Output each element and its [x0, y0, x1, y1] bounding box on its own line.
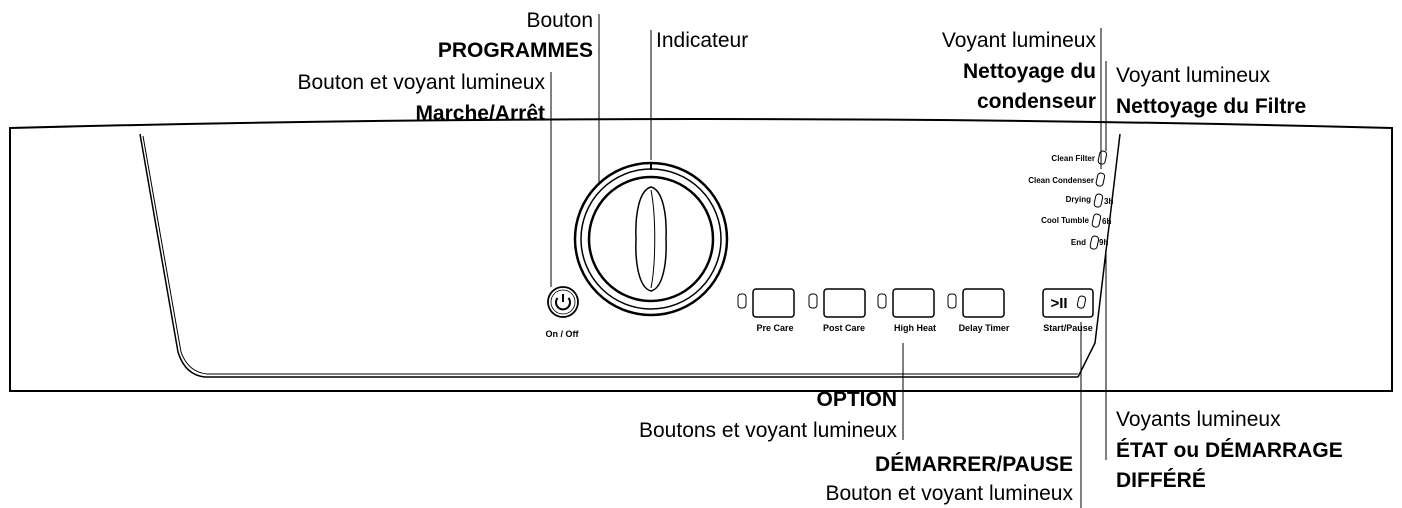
status-led-clean-condenser — [1095, 172, 1106, 187]
callout-programmes-line2: PROGRAMMES — [437, 39, 593, 62]
callout-condenseur-line3: condenseur — [976, 90, 1096, 113]
on-off-label: On / Off — [546, 329, 580, 339]
status-label-cool-tumble: Cool Tumble — [1041, 216, 1089, 225]
leader-lines — [550, 14, 1107, 508]
panel-inner-left-2 — [142, 135, 1078, 375]
program-dial[interactable] — [573, 161, 729, 317]
start-pause-symbol: >II — [1050, 295, 1067, 312]
option-label-post-care: Post Care — [823, 323, 865, 333]
panel-outline — [9, 118, 1393, 392]
status-label-drying: Drying — [1066, 195, 1091, 204]
status-led-cool-tumble — [1091, 213, 1102, 228]
power-button[interactable] — [547, 286, 579, 318]
panel-inner-left — [139, 133, 1078, 378]
delay-hours-3h: 3h — [1104, 197, 1113, 206]
status-led-clean-filter — [1097, 150, 1108, 165]
callout-option-line1: OPTION — [816, 388, 897, 411]
callout-condenseur-line2: Nettoyage du — [962, 60, 1096, 83]
callout-programmes-line1: Bouton — [526, 9, 593, 32]
option-label-delay-timer: Delay Timer — [959, 323, 1010, 333]
status-label-clean-filter: Clean Filter — [1051, 154, 1095, 163]
callout-filtre-line2: Nettoyage du Filtre — [1116, 95, 1307, 118]
callout-etat-line3: DIFFÉRÉ — [1116, 469, 1206, 492]
callout-condenseur-line1: Voyant lumineux — [941, 29, 1096, 52]
callout-etat-line1: Voyants lumineux — [1116, 408, 1281, 431]
status-label-clean-condenser: Clean Condenser — [1028, 176, 1094, 185]
callout-option-line2: Boutons et voyant lumineux — [639, 419, 897, 442]
option-button-pre-care[interactable] — [737, 288, 795, 318]
start-pause-label: Start/Pause — [1043, 323, 1093, 333]
callout-start-line1: DÉMARRER/PAUSE — [875, 453, 1073, 476]
panel-inner-right — [1077, 133, 1121, 378]
delay-hours-6h: 6h — [1102, 217, 1111, 226]
start-pause-button[interactable]: >II — [1042, 288, 1094, 318]
status-led-drying — [1093, 193, 1104, 208]
callout-onoff-line2: Marche/Arrêt — [415, 102, 545, 125]
callout-indicateur: Indicateur — [656, 29, 749, 52]
delay-hours-9h: 9h — [1099, 238, 1108, 247]
option-label-pre-care: Pre Care — [756, 323, 793, 333]
option-button-post-care[interactable] — [808, 288, 866, 318]
status-lights: Clean Filter Clean Condenser Drying 3h C… — [1028, 150, 1113, 250]
option-button-high-heat[interactable] — [877, 288, 935, 318]
status-label-end: End — [1071, 238, 1086, 247]
option-label-high-heat: High Heat — [894, 323, 936, 333]
callout-start-line2: Bouton et voyant lumineux — [825, 482, 1074, 505]
callout-onoff-line1: Bouton et voyant lumineux — [297, 71, 546, 94]
status-led-end — [1089, 235, 1100, 250]
option-button-delay-timer[interactable] — [947, 288, 1005, 318]
callout-filtre-line1: Voyant lumineux — [1116, 64, 1271, 87]
callout-etat-line2: ÉTAT ou DÉMARRAGE — [1116, 439, 1343, 462]
